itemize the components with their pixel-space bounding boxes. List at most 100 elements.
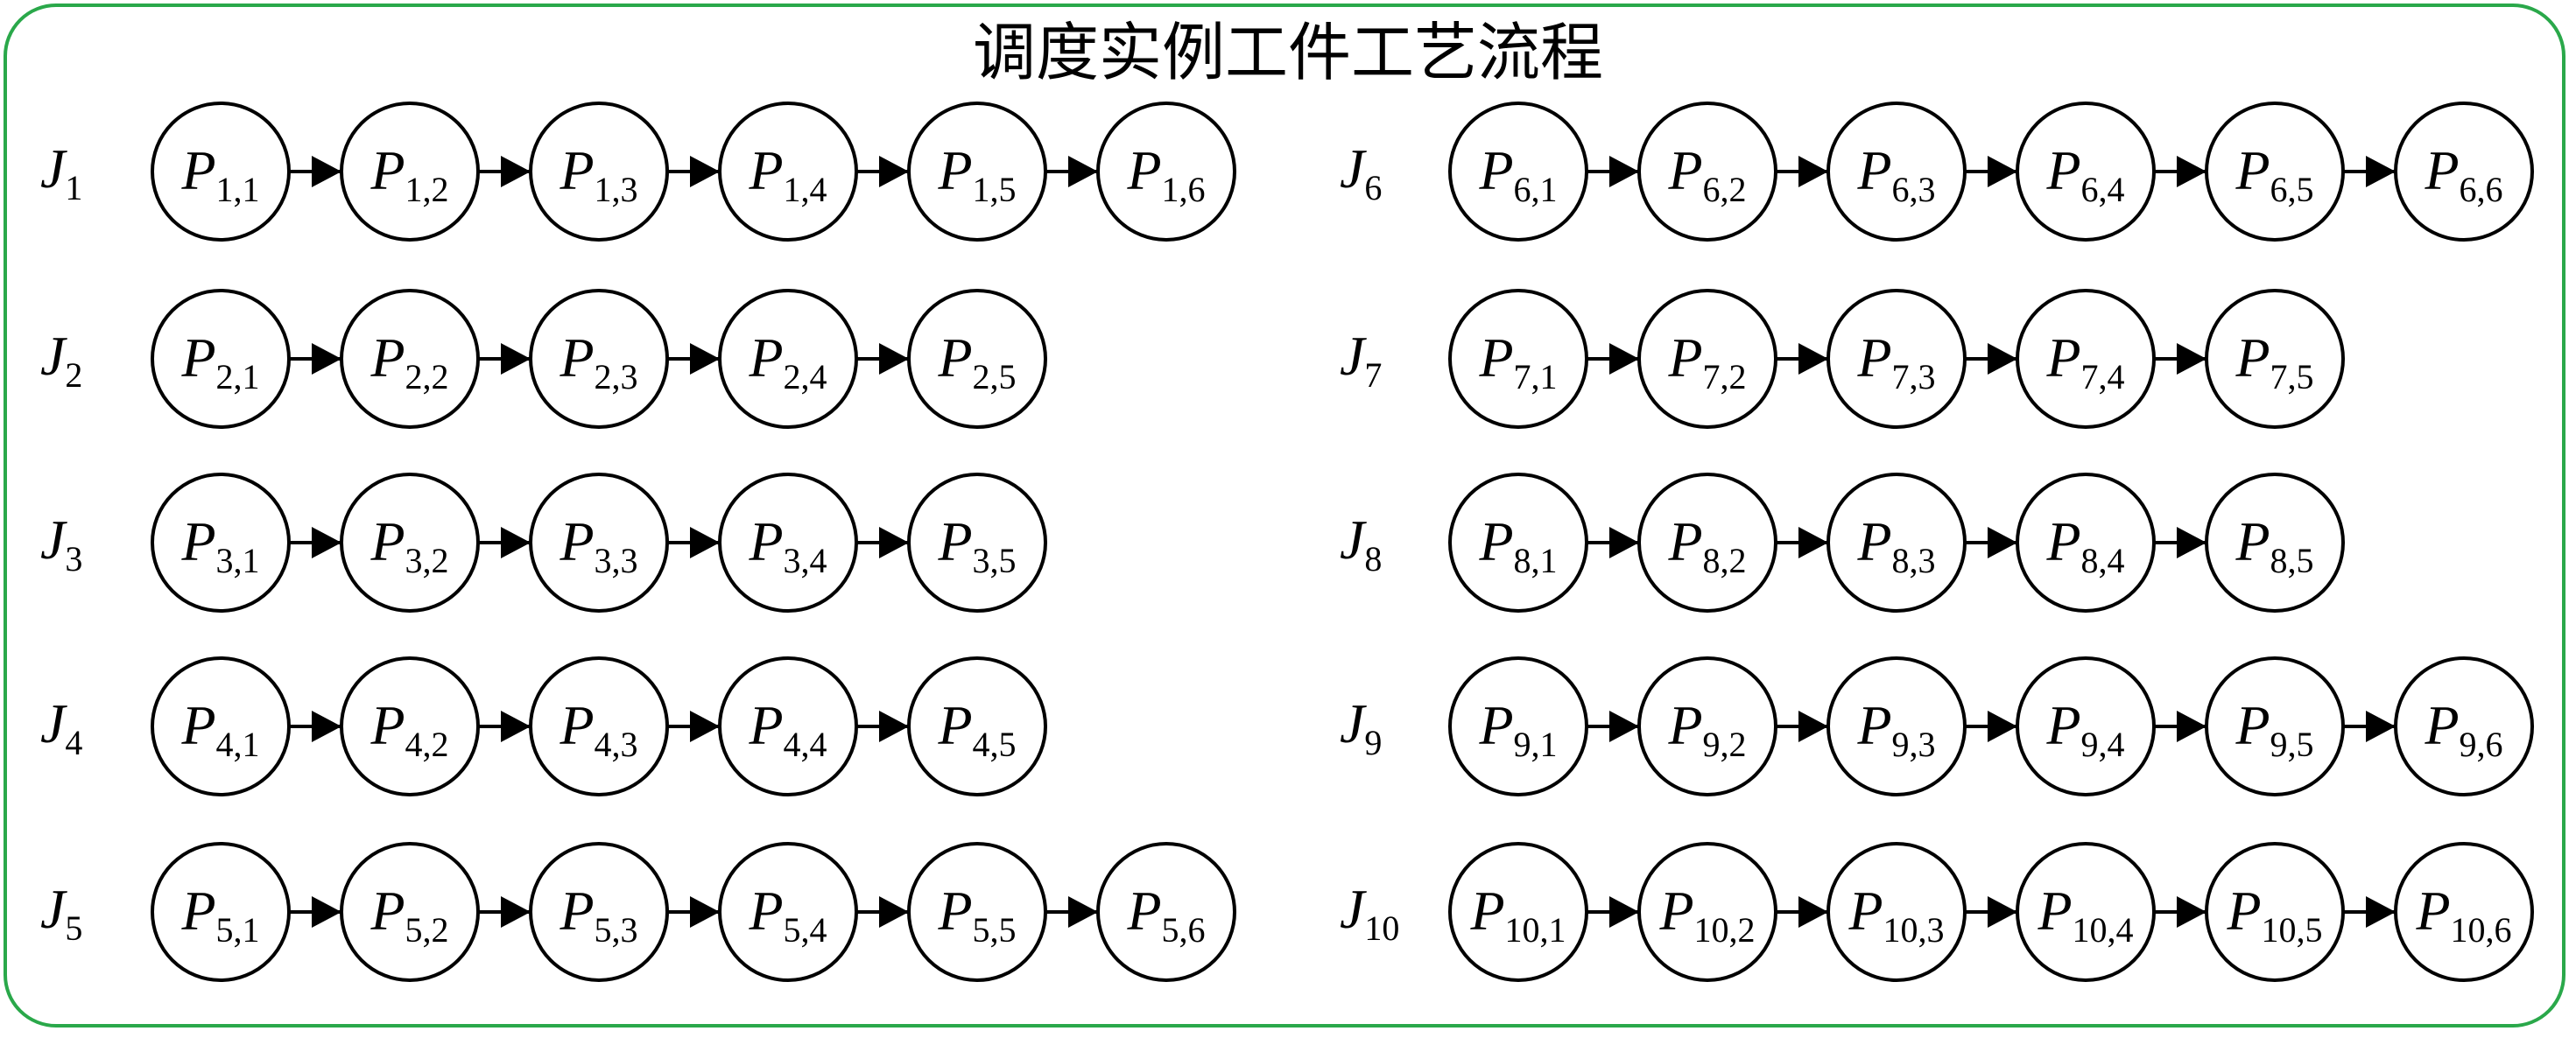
arrowhead: [1609, 711, 1639, 742]
operation-node: [1096, 842, 1236, 982]
operation-label: P8,5: [2235, 510, 2313, 580]
operation-label: P5,4: [748, 880, 827, 950]
operation-node: [1096, 102, 1236, 242]
operation-label: P5,2: [370, 880, 448, 950]
arrowhead: [690, 527, 720, 558]
arrowhead: [1798, 343, 1828, 375]
operation-label: P1,5: [937, 139, 1016, 209]
operation-label: P5,5: [937, 880, 1016, 950]
arrowhead: [501, 896, 531, 928]
arrowhead: [1798, 896, 1828, 928]
arrowhead: [1988, 711, 2017, 742]
operation-label: P6,6: [2424, 139, 2502, 209]
arrowhead: [2366, 711, 2396, 742]
operation-label: P6,5: [2235, 139, 2313, 209]
job-label: J7: [1340, 325, 1382, 395]
arrowhead: [2366, 896, 2396, 928]
operation-label: P9,6: [2424, 694, 2502, 764]
operation-node: [2394, 656, 2534, 796]
arrowhead: [1609, 343, 1639, 375]
operation-label: P3,4: [748, 510, 827, 580]
operation-label: P7,5: [2235, 326, 2313, 396]
arrowhead: [1609, 156, 1639, 187]
operation-node: [2394, 102, 2534, 242]
arrowhead: [1988, 156, 2017, 187]
operation-label: P9,2: [1667, 694, 1746, 764]
operation-label: P6,4: [2045, 139, 2124, 209]
operation-node: [907, 289, 1047, 429]
operation-label: P10,3: [1848, 880, 1944, 950]
arrowhead: [879, 896, 909, 928]
arrowhead: [1068, 156, 1098, 187]
operation-label: P4,4: [748, 694, 827, 764]
arrowhead: [312, 527, 341, 558]
operation-label: P3,1: [180, 510, 259, 580]
arrowhead: [2177, 156, 2206, 187]
operation-label: P5,3: [559, 880, 637, 950]
arrowhead: [501, 527, 531, 558]
operation-label: P4,2: [370, 694, 448, 764]
arrowhead: [501, 711, 531, 742]
arrowhead: [879, 527, 909, 558]
operation-label: P4,5: [937, 694, 1016, 764]
arrowhead: [312, 896, 341, 928]
job-label: J2: [40, 325, 82, 395]
arrowhead: [879, 343, 909, 375]
arrowhead: [1988, 527, 2017, 558]
arrowhead: [312, 156, 341, 187]
operation-node: [2205, 473, 2345, 613]
arrowhead: [879, 156, 909, 187]
arrowhead: [1798, 527, 1828, 558]
operation-label: P1,3: [559, 139, 637, 209]
operation-label: P2,3: [559, 326, 637, 396]
job-label: J6: [1340, 137, 1382, 207]
diagram-title: 调度实例工件工艺流程: [972, 16, 1603, 89]
operation-node: [2205, 289, 2345, 429]
arrowhead: [1068, 896, 1098, 928]
operation-label: P10,4: [2037, 880, 2133, 950]
operation-label: P10,6: [2415, 880, 2511, 950]
operation-label: P2,1: [180, 326, 259, 396]
operation-label: P9,1: [1478, 694, 1557, 764]
arrowhead: [690, 711, 720, 742]
job-label: J4: [40, 692, 82, 762]
arrowhead: [312, 711, 341, 742]
operation-label: P8,4: [2045, 510, 2124, 580]
operation-label: P1,1: [180, 139, 259, 209]
job-label: J10: [1340, 878, 1399, 948]
operation-label: P1,4: [748, 139, 827, 209]
arrowhead: [690, 896, 720, 928]
operation-label: P3,2: [370, 510, 448, 580]
operation-label: P2,2: [370, 326, 448, 396]
operation-label: P10,1: [1469, 880, 1566, 950]
operation-label: P10,2: [1658, 880, 1755, 950]
job-label: J5: [40, 878, 82, 948]
arrowhead: [501, 156, 531, 187]
arrowhead: [501, 343, 531, 375]
arrowhead: [2177, 343, 2206, 375]
operation-label: P4,3: [559, 694, 637, 764]
arrowhead: [1609, 527, 1639, 558]
operation-label: P2,4: [748, 326, 827, 396]
operation-label: P9,4: [2045, 694, 2124, 764]
operation-label: P8,2: [1667, 510, 1746, 580]
arrowhead: [2366, 156, 2396, 187]
job-label: J1: [40, 137, 82, 207]
operation-node: [907, 656, 1047, 796]
operation-label: P9,5: [2235, 694, 2313, 764]
operation-label: P10,5: [2226, 880, 2322, 950]
job-label: J9: [1340, 692, 1382, 762]
operation-label: P7,1: [1478, 326, 1557, 396]
arrowhead: [2177, 527, 2206, 558]
operation-label: P1,6: [1126, 139, 1205, 209]
operation-label: P7,3: [1856, 326, 1935, 396]
arrowhead: [2177, 711, 2206, 742]
operation-label: P7,4: [2045, 326, 2124, 396]
operation-label: P7,2: [1667, 326, 1746, 396]
operation-label: P3,5: [937, 510, 1016, 580]
arrowhead: [1988, 343, 2017, 375]
arrowhead: [1798, 711, 1828, 742]
operation-label: P8,1: [1478, 510, 1557, 580]
operation-label: P5,1: [180, 880, 259, 950]
